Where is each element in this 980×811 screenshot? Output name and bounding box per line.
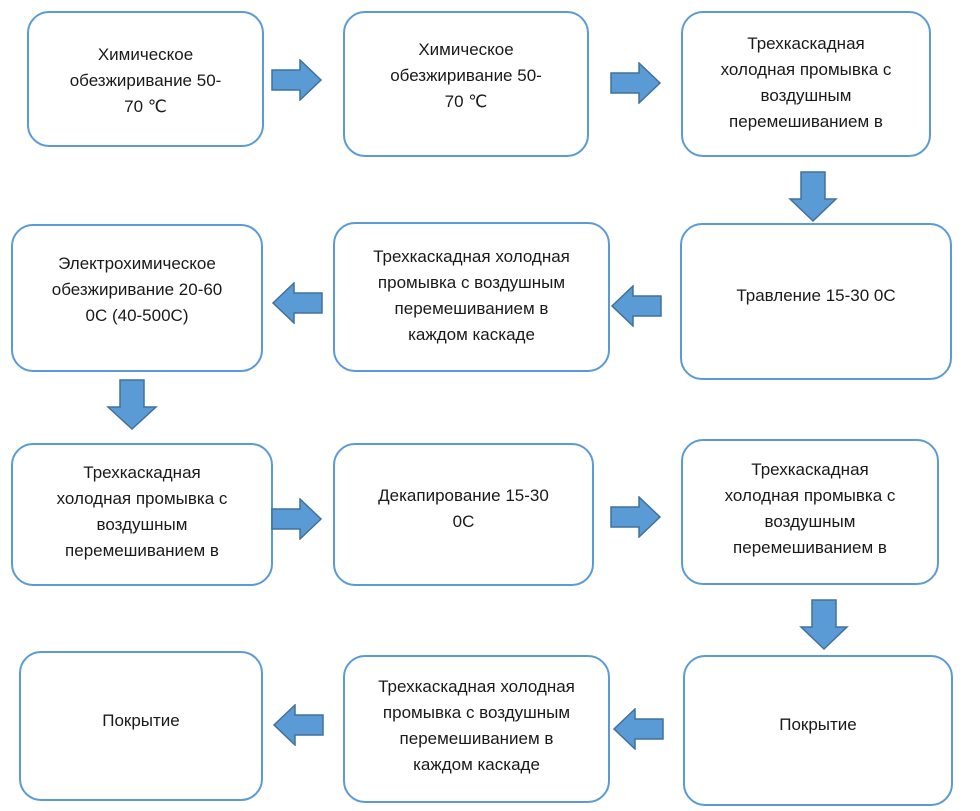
box-line: холодная промывка с — [724, 486, 896, 505]
process-box-chemical-degreasing-1: Химическое обезжиривание 50- 70 ℃ — [27, 11, 264, 147]
box-line: 70 ℃ — [444, 92, 488, 111]
box-line: воздушным — [764, 512, 856, 531]
box-line: Трехкаскадная — [83, 463, 201, 482]
box-line: промывка с воздушным — [377, 273, 566, 292]
arrow-down-icon — [799, 599, 849, 651]
box-line: 0С (40-500С) — [85, 306, 189, 325]
box-text: Покрытие — [31, 708, 251, 734]
box-line: перемешиванием в — [733, 538, 887, 557]
box-line: Трехкаскадная — [751, 460, 869, 479]
process-box-cold-rinse-1: Трехкаскадная холодная промывка с воздуш… — [681, 11, 931, 157]
box-line: перемешиванием в — [729, 112, 883, 131]
box-line: каждом каскаде — [413, 755, 540, 774]
process-box-cold-rinse-5: Трехкаскадная холодная промывка с воздуш… — [343, 655, 610, 803]
box-text: Трехкаскадная холодная промывка с воздуш… — [355, 674, 598, 778]
box-line: Трехкаскадная — [747, 34, 865, 53]
box-text: Электрохимическое обезжиривание 20-60 0С… — [23, 251, 251, 329]
arrow-left-icon — [272, 704, 324, 746]
box-line: промывка с воздушным — [382, 703, 571, 722]
box-line: Электрохимическое — [58, 254, 216, 273]
box-line: обезжиривание 20-60 — [51, 280, 223, 299]
box-line: Покрытие — [779, 715, 857, 734]
box-text: Декапирование 15-30 0С — [345, 483, 582, 535]
process-box-coating-final: Покрытие — [19, 651, 263, 801]
arrow-right-icon — [610, 496, 662, 538]
process-box-chemical-degreasing-2: Химическое обезжиривание 50- 70 ℃ — [343, 11, 589, 157]
box-text: Трехкаскадная холодная промывка с воздуш… — [23, 460, 261, 564]
arrow-down-icon — [106, 379, 158, 431]
box-text: Покрытие — [695, 712, 941, 738]
box-line: холодная промывка с — [720, 60, 892, 79]
box-line: каждом каскаде — [408, 325, 535, 344]
box-line: холодная промывка с — [56, 489, 228, 508]
arrow-right-icon — [271, 59, 323, 101]
box-line: Трехкаскадная холодная — [373, 247, 570, 266]
process-box-cold-rinse-2: Трехкаскадная холодная промывка с воздуш… — [333, 222, 610, 372]
box-line: 0С — [452, 512, 475, 531]
box-text: Травление 15-30 0С — [692, 283, 940, 309]
box-line: Химическое — [97, 45, 194, 64]
box-line: перемешиванием в — [399, 729, 554, 748]
box-line: перемешиванием в — [65, 541, 219, 560]
box-line: воздушным — [760, 86, 852, 105]
box-line: Покрытие — [102, 711, 180, 730]
box-line: Трехкаскадная холодная — [378, 677, 575, 696]
process-box-pickling: Декапирование 15-30 0С — [333, 443, 594, 586]
box-text: Трехкаскадная холодная промывка с воздуш… — [693, 31, 919, 135]
box-line: обезжиривание 50- — [390, 66, 542, 85]
box-line: Химическое — [418, 40, 514, 59]
arrow-left-icon — [271, 282, 323, 324]
box-text: Трехкаскадная холодная промывка с воздуш… — [345, 244, 598, 348]
box-line: воздушным — [96, 515, 188, 534]
box-text: Химическое обезжиривание 50- 70 ℃ — [39, 42, 252, 120]
box-line: обезжиривание 50- — [69, 71, 222, 90]
arrow-left-icon — [610, 285, 662, 327]
box-text: Трехкаскадная холодная промывка с воздуш… — [693, 457, 927, 561]
arrow-down-icon — [788, 171, 838, 223]
arrow-right-icon — [610, 62, 662, 104]
process-box-coating: Покрытие — [683, 655, 953, 806]
box-line: 70 ℃ — [124, 97, 167, 116]
process-box-cold-rinse-3: Трехкаскадная холодная промывка с воздуш… — [11, 443, 273, 586]
box-line: перемешиванием в — [394, 299, 549, 318]
box-line: Декапирование 15-30 — [378, 486, 549, 505]
process-box-etching: Травление 15-30 0С — [680, 223, 952, 380]
process-box-electrochemical-degreasing: Электрохимическое обезжиривание 20-60 0С… — [11, 224, 263, 372]
arrow-left-icon — [612, 708, 664, 750]
box-line: Травление 15-30 0С — [736, 286, 896, 305]
process-box-cold-rinse-4: Трехкаскадная холодная промывка с воздуш… — [681, 439, 939, 585]
arrow-right-icon — [271, 498, 323, 540]
box-text: Химическое обезжиривание 50- 70 ℃ — [355, 37, 577, 115]
